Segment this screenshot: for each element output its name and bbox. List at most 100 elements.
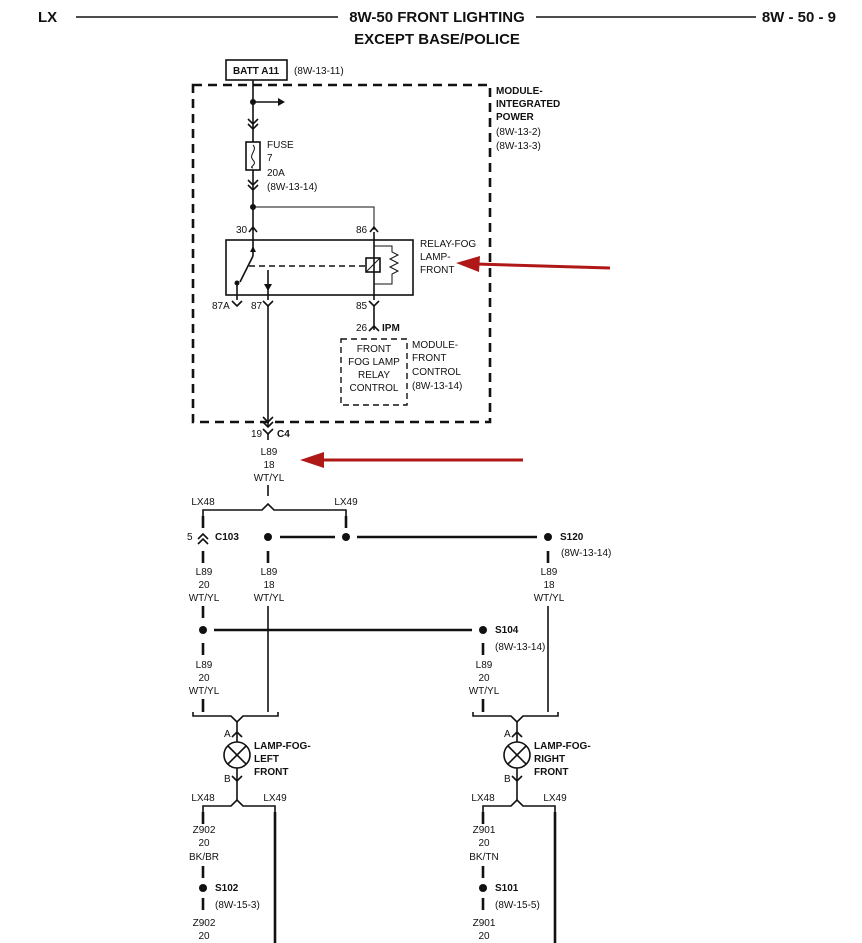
right-lamp-x-2 — [507, 745, 527, 765]
s102-label: S102 — [215, 883, 239, 894]
left-node — [199, 626, 207, 634]
ipm-ref-1: (8W-13-2) — [496, 127, 541, 138]
fuse-number: 7 — [267, 153, 273, 164]
fcm-box-text-1: FRONT — [357, 344, 391, 355]
right-lamp-pin-b: B — [504, 774, 511, 785]
fcm-pin26-label: 26 — [356, 323, 368, 334]
ipm-module-boundary — [191, 83, 492, 424]
fcm-ref: (8W-13-14) — [412, 381, 462, 392]
relay-coil — [365, 257, 381, 273]
left-lamp-label-3: FRONT — [254, 767, 288, 778]
batt-label: BATT A11 — [233, 66, 280, 77]
relay-common-arrow — [250, 246, 256, 252]
s104-ref: (8W-13-14) — [495, 642, 545, 653]
left-ground-circuit-2: Z902 — [193, 918, 216, 929]
right-lamp-terminal-b — [511, 775, 523, 783]
main-wire-color: WT/YL — [254, 473, 285, 484]
c103-terminal — [197, 532, 209, 545]
left-ground-color: BK/BR — [189, 852, 219, 863]
right-ground-circuit: Z901 — [473, 825, 496, 836]
relay-resistor — [374, 245, 400, 285]
s120-label: S120 — [560, 532, 584, 543]
relay-pin87-label: 87 — [251, 301, 263, 312]
ipm-label-2: INTEGRATED — [496, 99, 560, 110]
s120-node — [544, 533, 552, 541]
relay-label-2: LAMP- — [420, 252, 451, 263]
right-ground-color: BK/TN — [469, 852, 498, 863]
right-lamp-label-2: RIGHT — [534, 754, 565, 765]
left-lamp-pin-a: A — [224, 729, 231, 740]
left-ground-gauge: 20 — [198, 838, 210, 849]
right-low-color: WT/YL — [469, 686, 500, 697]
batt-ref: (8W-13-11) — [294, 66, 344, 77]
mid-wire-gauge: 18 — [263, 580, 275, 591]
c103-pin: 5 — [187, 532, 193, 543]
s104-node — [479, 626, 487, 634]
s101-node — [479, 884, 487, 892]
s120-wire-color: WT/YL — [534, 593, 565, 604]
mid-wire-circuit: L89 — [261, 567, 278, 578]
fuse-label: FUSE — [267, 140, 294, 151]
c4-pin: 19 — [251, 429, 263, 440]
fcm-box-text-4: CONTROL — [350, 383, 399, 394]
right-ground-lx48: LX48 — [471, 793, 495, 804]
fcm-label-3: CONTROL — [412, 367, 461, 378]
relay-87a-contact — [234, 280, 240, 286]
relay-pin85-terminal — [368, 300, 380, 308]
right-lamp-label-3: FRONT — [534, 767, 568, 778]
fcm-dashed-box — [340, 338, 408, 406]
s120-wire-circuit: L89 — [541, 567, 558, 578]
c103-wire-gauge: 20 — [198, 580, 210, 591]
variant-lx48-top: LX48 — [191, 497, 215, 508]
header-title: 8W-50 FRONT LIGHTING — [349, 9, 525, 26]
left-lamp-label-2: LEFT — [254, 754, 279, 765]
s101-label: S101 — [495, 883, 519, 894]
fcm-box-text-3: RELAY — [358, 370, 390, 381]
relay-87-arrow — [264, 284, 272, 291]
fuse-rating: 20A — [267, 168, 285, 179]
c103-label: C103 — [215, 532, 239, 543]
relay-pin86-terminal — [369, 225, 379, 233]
c103-wire-color: WT/YL — [189, 593, 220, 604]
c4-label: C4 — [277, 429, 290, 440]
s101-ref: (8W-15-5) — [495, 900, 540, 911]
left-ground-gauge-2: 20 — [198, 931, 210, 942]
variant-split-brace — [202, 502, 347, 516]
fuse-top-chevron — [247, 118, 259, 131]
fuse-ref: (8W-13-14) — [267, 182, 317, 193]
fcm-label-2: FRONT — [412, 353, 446, 364]
left-lamp-label-1: LAMP-FOG- — [254, 741, 311, 752]
header-model: LX — [38, 9, 57, 26]
left-ground-lx48: LX48 — [191, 793, 215, 804]
left-low-gauge: 20 — [198, 673, 210, 684]
left-low-circuit: L89 — [196, 660, 213, 671]
left-lamp-pin-b: B — [224, 774, 231, 785]
mid-wire-color: WT/YL — [254, 593, 285, 604]
right-ground-circuit-2: Z901 — [473, 918, 496, 929]
relay-arrow-shaft — [475, 262, 611, 270]
left-lamp-merge-brace — [192, 712, 279, 724]
s102-ref: (8W-15-3) — [215, 900, 260, 911]
fuse-element — [251, 144, 255, 169]
annotation-arrow-relay — [456, 256, 611, 272]
s104-label: S104 — [495, 625, 519, 636]
right-lamp-label-1: LAMP-FOG- — [534, 741, 591, 752]
variant-lx49-top: LX49 — [334, 497, 358, 508]
relay-switch-arm — [239, 255, 254, 283]
left-ground-split-brace — [202, 798, 276, 812]
s120-wire-gauge: 18 — [543, 580, 555, 591]
relay-pin85-label: 85 — [356, 301, 368, 312]
relay-pin87-terminal — [262, 300, 274, 308]
splice-node-mid — [264, 533, 272, 541]
left-lamp-terminal-b — [231, 775, 243, 783]
main-wire-gauge: 18 — [263, 460, 275, 471]
left-lamp-x-2 — [227, 745, 247, 765]
s102-node — [199, 884, 207, 892]
left-low-color: WT/YL — [189, 686, 220, 697]
left-ground-lx49: LX49 — [263, 793, 287, 804]
wire-to-pin86 — [253, 206, 375, 230]
c4-upper-chevron — [262, 416, 274, 429]
right-ground-lx49: LX49 — [543, 793, 567, 804]
relay-pin30-label: 30 — [236, 225, 248, 236]
